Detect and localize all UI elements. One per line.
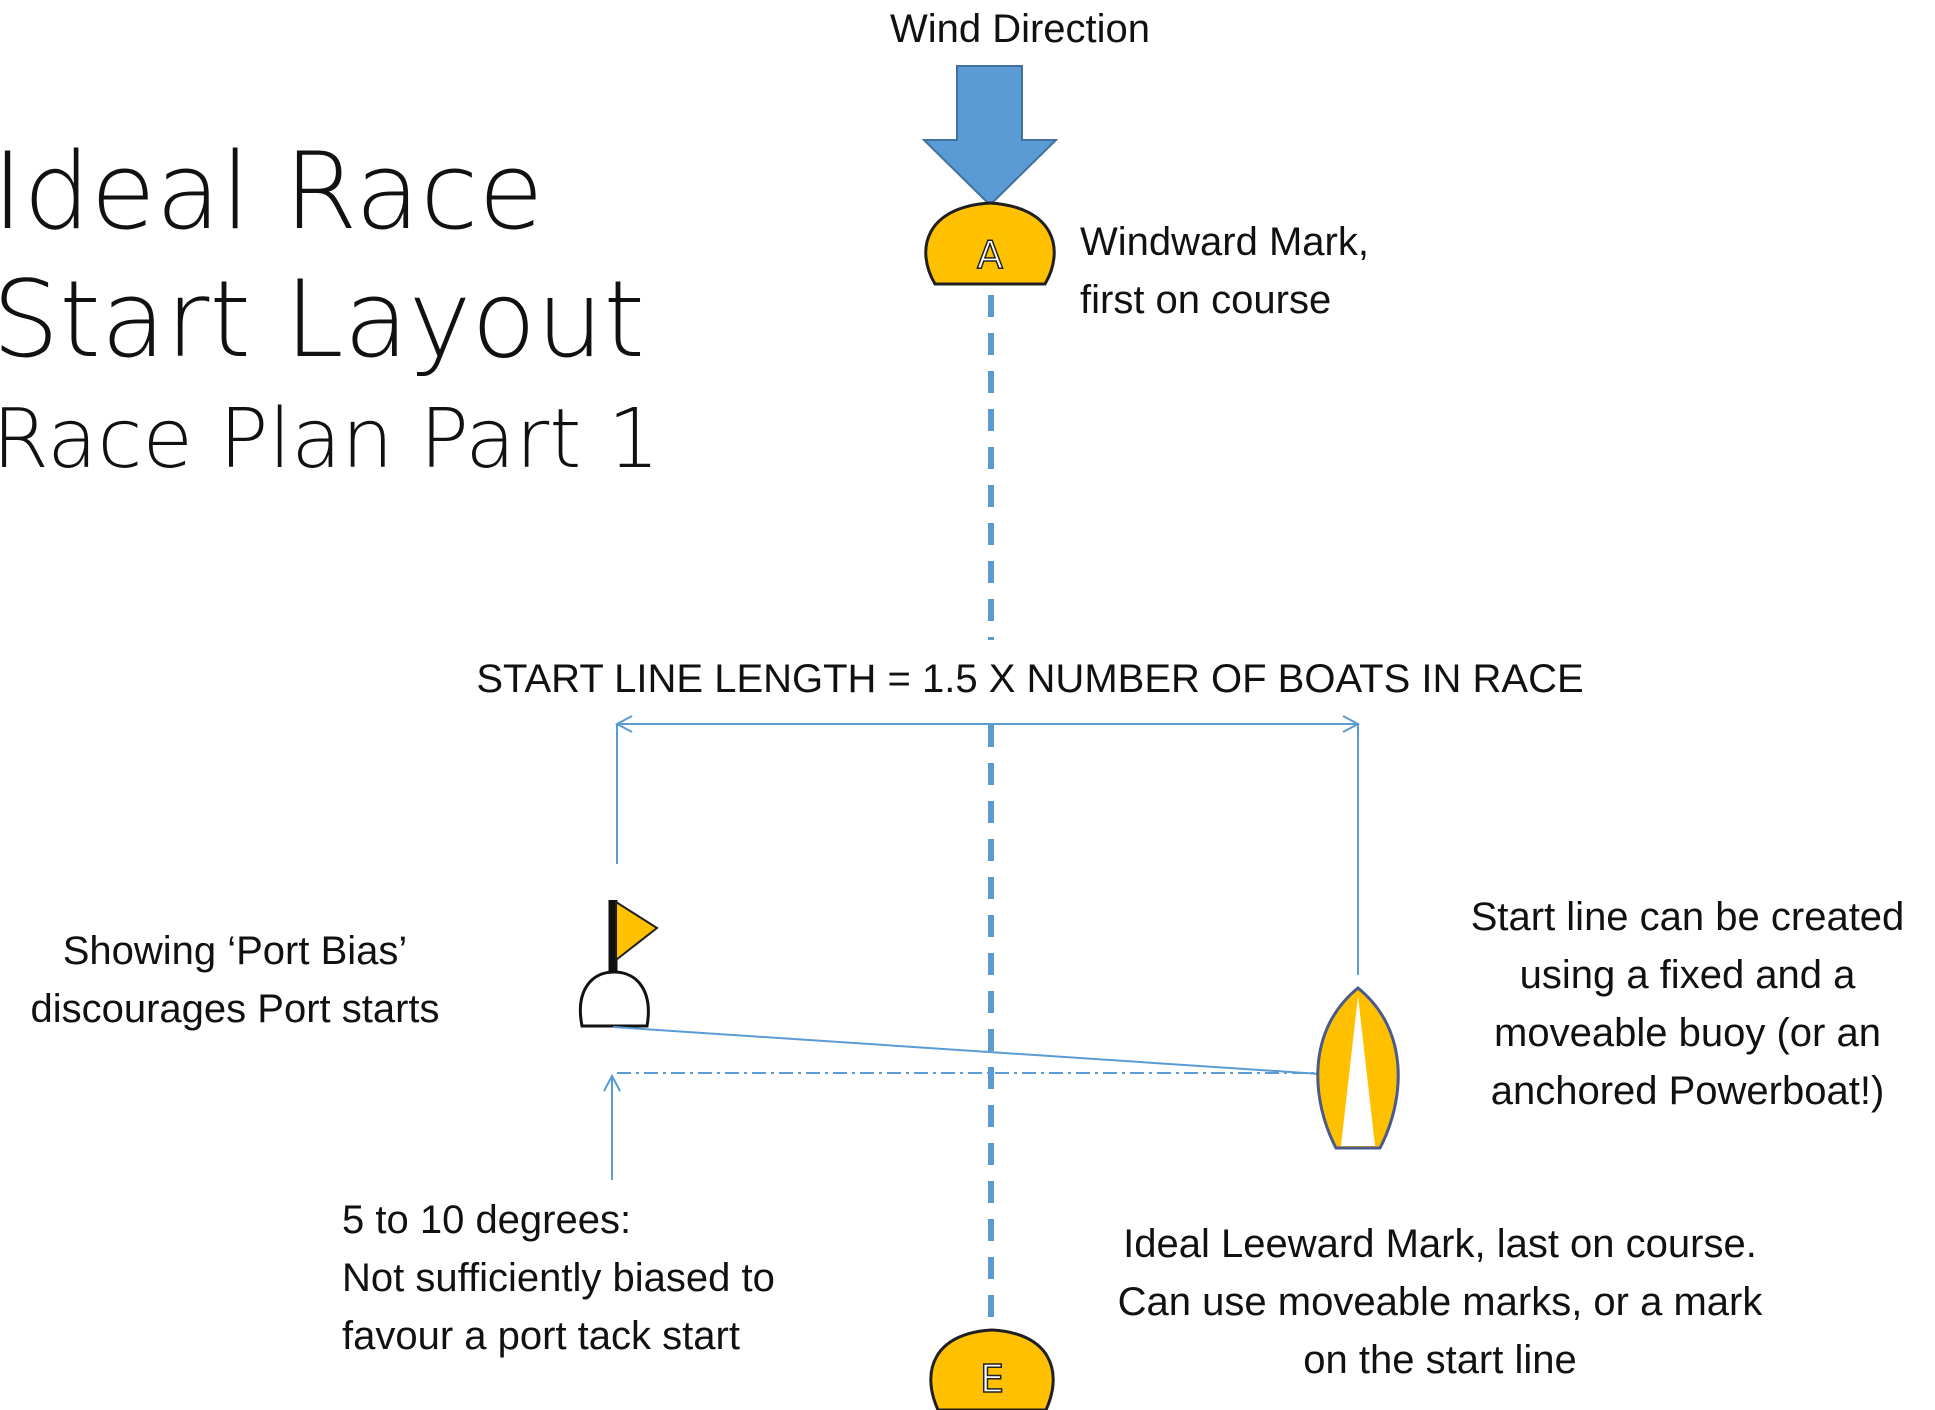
port-bias-caption: Showing ‘Port Bias’ discourages Port sta… [0, 922, 470, 1038]
degrees-note-line-2: Not sufficiently biased to [342, 1256, 775, 1300]
wind-arrow-icon [921, 65, 1059, 207]
title-line-2: Start Layout [0, 258, 645, 381]
port-bias-line-2: discourages Port starts [30, 987, 440, 1031]
windward-caption-line-1: Windward Mark, [1080, 220, 1369, 264]
page-title: Ideal Race Start Layout Race Plan Part 1 [0, 128, 660, 496]
pin-end-buoy-icon [579, 900, 659, 1028]
wind-direction-label: Wind Direction [889, 7, 1151, 51]
windward-caption-line-2: first on course [1080, 278, 1332, 322]
start-line-note-line-2: using a fixed and a [1519, 953, 1856, 997]
biased-start-line [612, 1026, 1321, 1075]
start-line-note-line-4: anchored Powerboat!) [1490, 1069, 1885, 1113]
degrees-note-line-3: favour a port tack start [342, 1314, 740, 1358]
leeward-note-line-1: Ideal Leeward Mark, last on course. [1123, 1222, 1757, 1266]
degrees-note: 5 to 10 degrees: Not sufficiently biased… [342, 1191, 775, 1365]
port-bias-line-1: Showing ‘Port Bias’ [62, 929, 408, 973]
committee-boat-icon [1316, 986, 1400, 1150]
start-line-length-label: START LINE LENGTH = 1.5 X NUMBER OF BOAT… [476, 657, 1584, 701]
title-line-1: Ideal Race [0, 130, 544, 253]
leeward-mark-letter: E [979, 1356, 1005, 1402]
start-line-note-line-3: moveable buoy (or an [1494, 1011, 1881, 1055]
leeward-note-line-3: on the start line [1303, 1338, 1577, 1382]
leeward-note-line-2: Can use moveable marks, or a mark [1117, 1280, 1763, 1324]
start-line-note: Start line can be created using a fixed … [1440, 888, 1935, 1120]
leeward-mark-note: Ideal Leeward Mark, last on course. Can … [1060, 1215, 1820, 1389]
degrees-note-line-1: 5 to 10 degrees: [342, 1198, 632, 1242]
windward-mark-icon [924, 201, 1056, 286]
title-subtitle: Race Plan Part 1 [0, 392, 660, 487]
windward-mark-letter: A [976, 232, 1004, 278]
windward-mark-caption: Windward Mark, first on course [1080, 213, 1369, 329]
leeward-mark-icon [929, 1328, 1055, 1410]
start-line-note-line-1: Start line can be created [1470, 895, 1905, 939]
